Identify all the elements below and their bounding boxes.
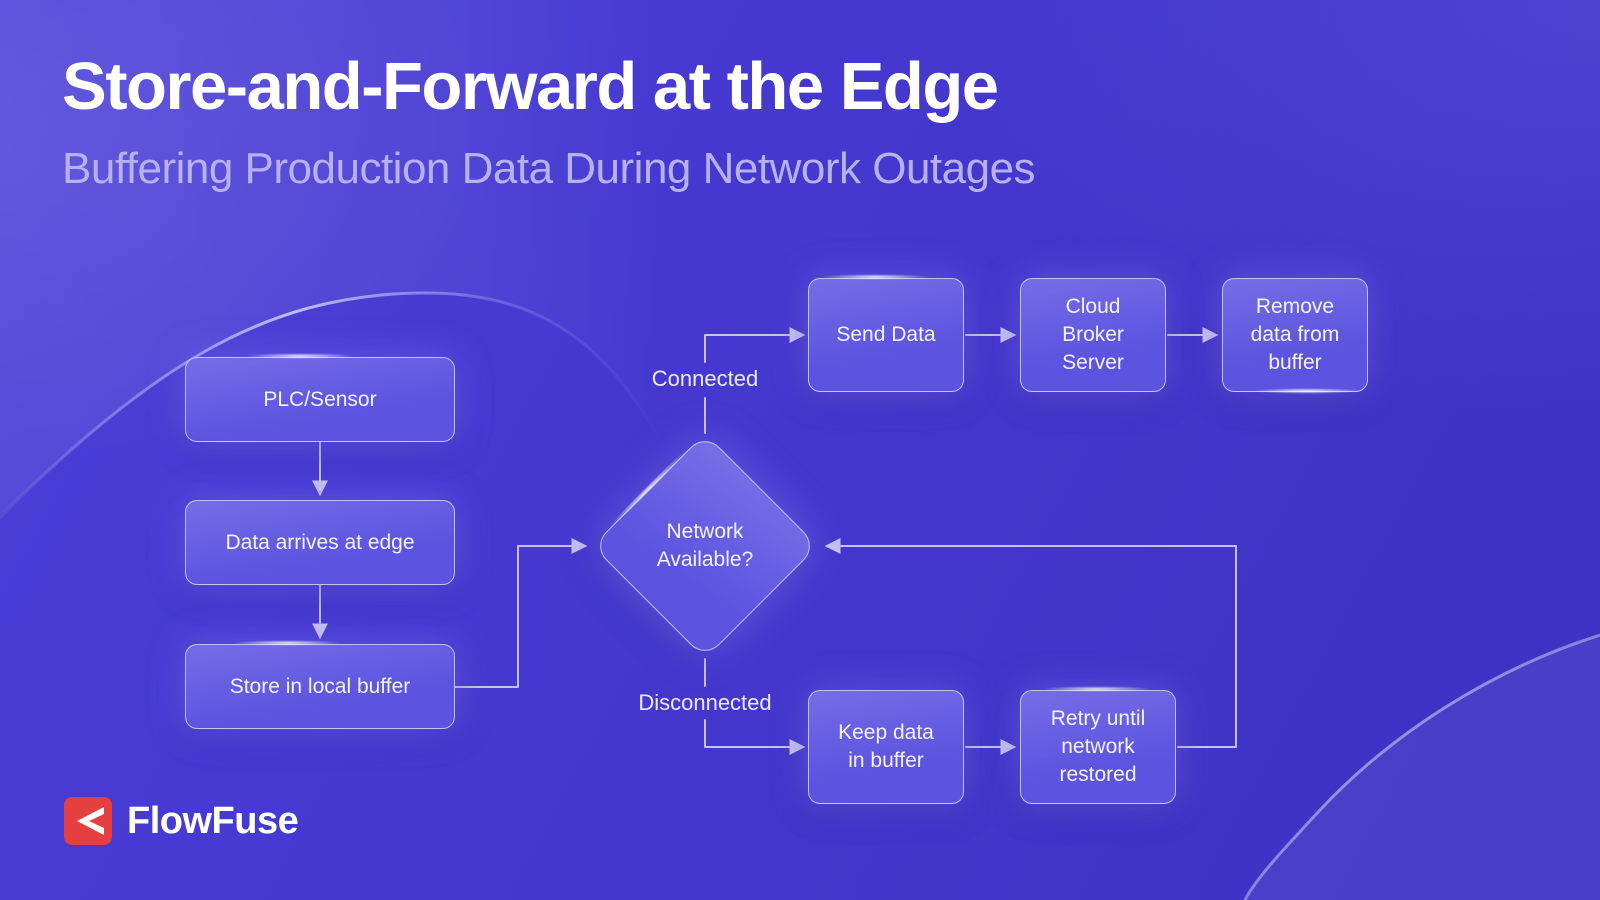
flowfuse-logo-text: FlowFuse — [127, 799, 299, 842]
page-subtitle: Buffering Production Data During Network… — [62, 144, 1036, 194]
arrow-decision-to-keep — [704, 719, 806, 755]
node-cloud-broker: Cloud Broker Server — [1020, 278, 1166, 392]
node-send-data: Send Data — [808, 278, 964, 392]
node-store-buffer: Store in local buffer — [185, 644, 455, 729]
node-keep-data-label: Keep data in buffer — [838, 721, 934, 772]
wave-bottom-right-ridge — [1243, 633, 1600, 900]
node-remove-buffer: Remove data from buffer — [1222, 278, 1368, 392]
wave-bottom-right-fill — [1245, 635, 1600, 900]
header: Store-and-Forward at the Edge Buffering … — [62, 49, 1036, 194]
decision-diamond-label: Network Available? — [656, 520, 754, 571]
node-remove-buffer-label: Remove data from buffer — [1250, 295, 1340, 374]
node-send-data-label: Send Data — [836, 323, 936, 347]
edge-label-disconnected: Disconnected — [638, 690, 772, 715]
node-data-arrives-label: Data arrives at edge — [225, 530, 415, 554]
page-title: Store-and-Forward at the Edge — [62, 49, 999, 124]
node-retry: Retry until network restored — [1020, 690, 1176, 804]
node-cloud-broker-label: Cloud Broker Server — [1062, 295, 1124, 374]
node-retry-label: Retry until network restored — [1050, 707, 1146, 786]
brand-lockup: FlowFuse — [64, 797, 299, 845]
node-plc-sensor: PLC/Sensor — [185, 357, 455, 442]
node-plc-sensor-label: PLC/Sensor — [263, 387, 377, 411]
arrow-store-to-decision — [454, 538, 588, 688]
node-keep-data: Keep data in buffer — [808, 690, 964, 804]
edge-label-connected: Connected — [651, 366, 759, 391]
node-store-buffer-label: Store in local buffer — [229, 674, 411, 698]
node-data-arrives: Data arrives at edge — [185, 500, 455, 585]
flowfuse-logo-icon — [64, 797, 112, 845]
arrow-decision-to-send — [704, 327, 806, 363]
